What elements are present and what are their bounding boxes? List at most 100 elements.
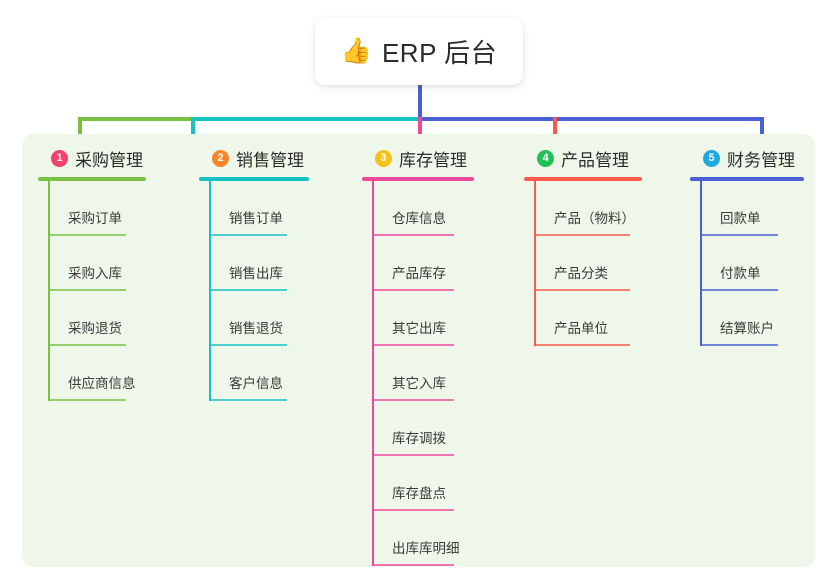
list-item-rule <box>209 289 287 291</box>
list-item[interactable]: 产品分类 <box>524 236 642 291</box>
list-item-label: 仓库信息 <box>392 211 446 226</box>
column-header-3[interactable]: 3 库存管理 <box>362 146 474 170</box>
list-item-rule <box>534 289 630 291</box>
list-item-rule <box>372 399 454 401</box>
list-item-label: 采购入库 <box>68 266 122 281</box>
column-1: 1 采购管理采购订单采购入库采购退货供应商信息 <box>38 146 146 401</box>
list-item[interactable]: 回款单 <box>690 181 804 236</box>
list-item[interactable]: 采购退货 <box>38 291 146 346</box>
list-item-label: 出库库明细 <box>392 541 460 556</box>
list-item-label: 供应商信息 <box>68 376 136 391</box>
list-item[interactable]: 销售订单 <box>199 181 309 236</box>
list-item-label: 销售退货 <box>229 321 283 336</box>
list-item-label: 采购订单 <box>68 211 122 226</box>
list-item-label: 销售出库 <box>229 266 283 281</box>
column-2: 2 销售管理销售订单销售出库销售退货客户信息 <box>199 146 309 401</box>
column-badge-icon: 1 <box>51 149 68 167</box>
column-header-4[interactable]: 4 产品管理 <box>524 146 642 170</box>
list-item[interactable]: 出库库明细 <box>362 511 474 566</box>
list-item-label: 产品单位 <box>554 321 608 336</box>
column-spine <box>48 181 50 401</box>
column-5: 5 财务管理回款单付款单结算账户 <box>690 146 804 346</box>
list-item-rule <box>48 289 126 291</box>
list-item-rule <box>372 234 454 236</box>
column-header-1[interactable]: 1 采购管理 <box>38 146 146 170</box>
list-item-rule <box>372 454 454 456</box>
column-header-rule <box>199 177 309 181</box>
list-item[interactable]: 供应商信息 <box>38 346 146 401</box>
column-items: 产品（物料） 产品分类产品单位 <box>524 181 642 346</box>
list-item[interactable]: 付款单 <box>690 236 804 291</box>
list-item[interactable]: 仓库信息 <box>362 181 474 236</box>
list-item-label: 付款单 <box>720 266 761 281</box>
list-item[interactable]: 销售退货 <box>199 291 309 346</box>
list-item-rule <box>700 234 778 236</box>
list-item-label: 回款单 <box>720 211 761 226</box>
list-item-label: 库存调拨 <box>392 431 446 446</box>
column-items: 销售订单销售出库销售退货客户信息 <box>199 181 309 401</box>
list-item-rule <box>534 344 630 346</box>
column-header-rule <box>38 177 146 181</box>
list-item-label: 其它出库 <box>392 321 446 336</box>
column-spine <box>700 181 702 346</box>
column-spine <box>209 181 211 401</box>
list-item[interactable]: 客户信息 <box>199 346 309 401</box>
list-item-label: 采购退货 <box>68 321 122 336</box>
list-item[interactable]: 结算账户 <box>690 291 804 346</box>
column-title: 销售管理 <box>236 150 304 170</box>
column-header-rule <box>690 177 804 181</box>
list-item-rule <box>48 399 126 401</box>
root-title: ERP 后台 <box>381 38 498 68</box>
column-header-2[interactable]: 2 销售管理 <box>199 146 309 170</box>
column-header-rule <box>362 177 474 181</box>
column-items: 回款单付款单结算账户 <box>690 181 804 346</box>
list-item-label: 结算账户 <box>720 321 774 336</box>
list-item-label: 其它入库 <box>392 376 446 391</box>
list-item-rule <box>372 564 454 566</box>
column-3: 3 库存管理仓库信息产品库存其它出库其它入库库存调拨库存盘点出库库明细 <box>362 146 474 566</box>
list-item[interactable]: 其它出库 <box>362 291 474 346</box>
list-item-rule <box>209 399 287 401</box>
list-item-rule <box>700 344 778 346</box>
column-title: 采购管理 <box>75 150 143 170</box>
list-item[interactable]: 采购订单 <box>38 181 146 236</box>
list-item[interactable]: 库存调拨 <box>362 401 474 456</box>
thumbs-up-icon: 👍 <box>340 37 372 65</box>
list-item-rule <box>372 344 454 346</box>
list-item[interactable]: 产品库存 <box>362 236 474 291</box>
list-item-rule <box>700 289 778 291</box>
column-badge-icon: 3 <box>375 149 392 167</box>
list-item[interactable]: 其它入库 <box>362 346 474 401</box>
column-header-rule <box>524 177 642 181</box>
list-item[interactable]: 产品（物料） <box>524 181 642 236</box>
list-item-label: 产品（物料） <box>554 211 635 226</box>
column-4: 4 产品管理产品（物料） 产品分类产品单位 <box>524 146 642 346</box>
column-spine <box>534 181 536 346</box>
list-item-rule <box>372 289 454 291</box>
list-item[interactable]: 库存盘点 <box>362 456 474 511</box>
root-node[interactable]: 👍 ERP 后台 <box>315 18 523 85</box>
column-items: 仓库信息产品库存其它出库其它入库库存调拨库存盘点出库库明细 <box>362 181 474 566</box>
list-item[interactable]: 采购入库 <box>38 236 146 291</box>
list-item-rule <box>48 344 126 346</box>
list-item-label: 销售订单 <box>229 211 283 226</box>
column-badge-icon: 2 <box>212 149 229 167</box>
list-item-rule <box>372 509 454 511</box>
diagram-panel <box>22 134 815 567</box>
column-header-5[interactable]: 5 财务管理 <box>690 146 804 170</box>
list-item-label: 客户信息 <box>229 376 283 391</box>
list-item-label: 产品分类 <box>554 266 608 281</box>
column-badge-icon: 5 <box>703 149 720 167</box>
list-item[interactable]: 产品单位 <box>524 291 642 346</box>
column-title: 产品管理 <box>561 150 629 170</box>
column-title: 财务管理 <box>727 150 795 170</box>
list-item-rule <box>534 234 630 236</box>
list-item-label: 库存盘点 <box>392 486 446 501</box>
column-items: 采购订单采购入库采购退货供应商信息 <box>38 181 146 401</box>
list-item-rule <box>48 234 126 236</box>
column-badge-icon: 4 <box>537 149 554 167</box>
list-item-label: 产品库存 <box>392 266 446 281</box>
list-item-rule <box>209 344 287 346</box>
list-item[interactable]: 销售出库 <box>199 236 309 291</box>
column-title: 库存管理 <box>399 150 467 170</box>
